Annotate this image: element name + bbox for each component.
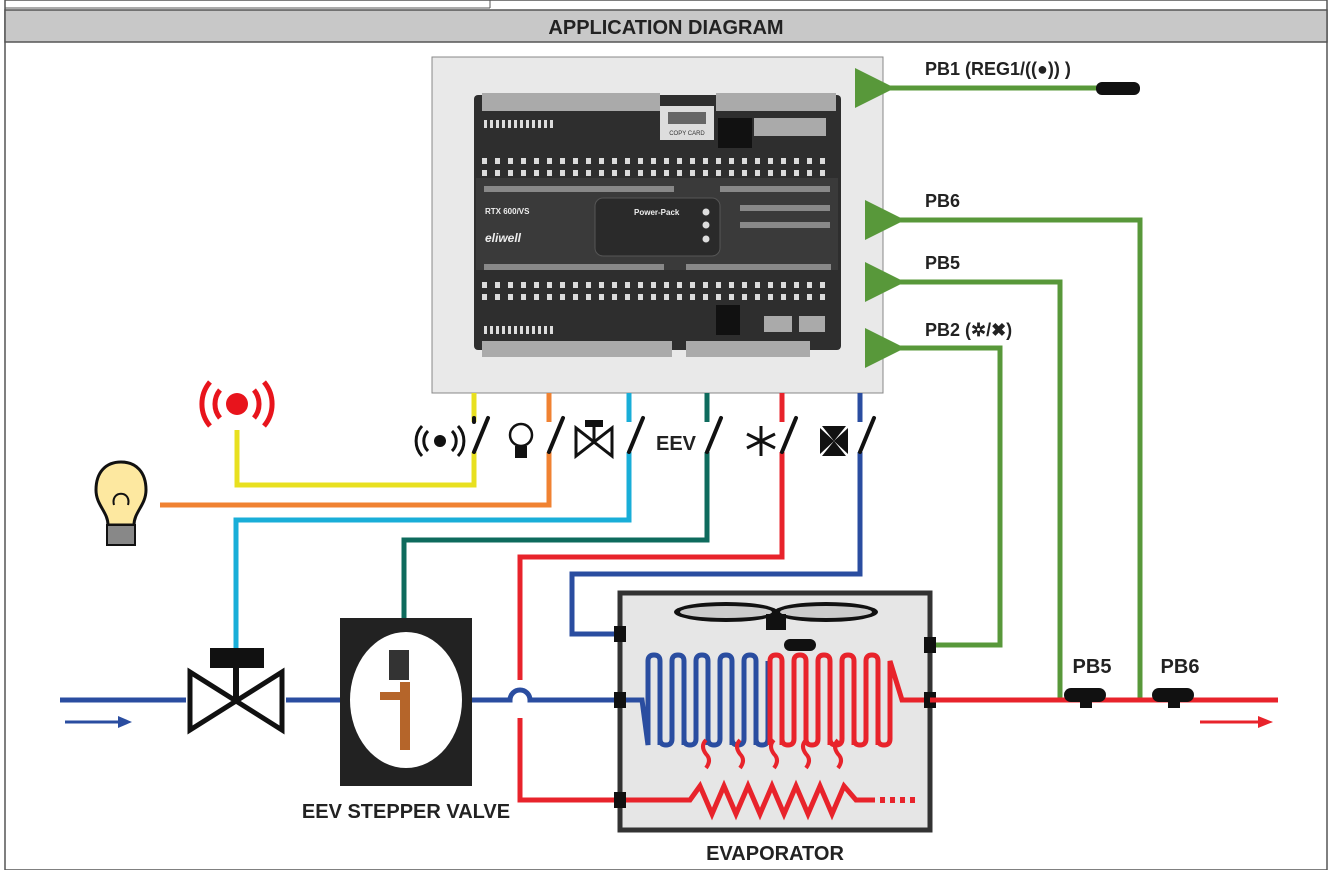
eev-output-label: EEV (656, 433, 697, 455)
controller: COPY CARD RTX 600/VS Power-Pack eliwell (432, 57, 883, 393)
pb6-pipe-label: PB6 (1161, 656, 1200, 678)
diagram-title: APPLICATION DIAGRAM (548, 17, 783, 39)
pb1-label: PB1 (REG1/((●)) ) (925, 59, 1071, 79)
evaporator (614, 593, 936, 830)
eev-valve-label: EEV STEPPER VALVE (302, 801, 510, 823)
pb1-sensor-icon (1096, 82, 1140, 95)
pb2-label: PB2 (✲/✖) (925, 320, 1012, 340)
brand-logo: eliwell (485, 231, 522, 245)
controller-model: RTX 600/VS (485, 207, 530, 216)
controller-module: Power-Pack (634, 208, 680, 217)
eev-stepper-valve (340, 618, 472, 786)
pb5-pipe-label: PB5 (1073, 656, 1112, 678)
pb6-label: PB6 (925, 191, 960, 211)
copy-card-label: COPY CARD (669, 131, 705, 137)
pb2-sensor-icon (784, 639, 816, 651)
evaporator-label: EVAPORATOR (706, 843, 844, 865)
pb5-label: PB5 (925, 253, 960, 273)
